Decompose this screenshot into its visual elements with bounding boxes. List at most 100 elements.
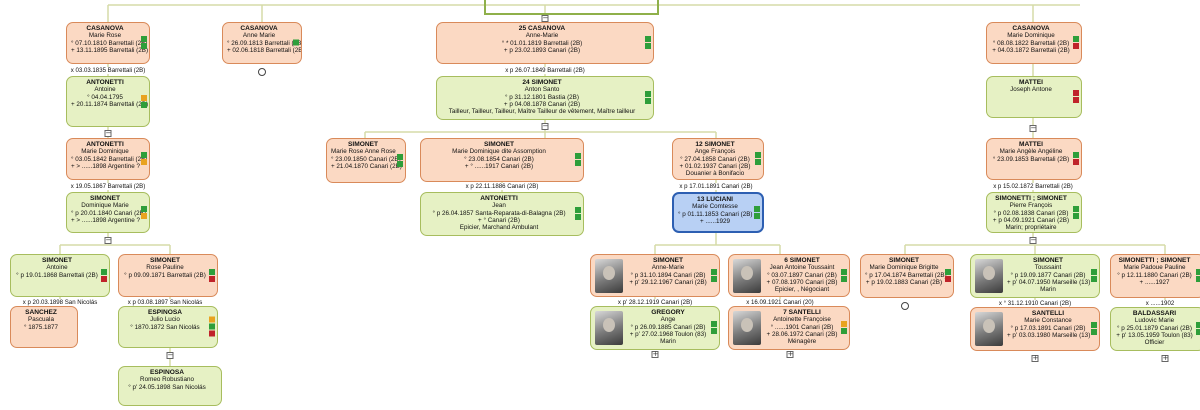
collapse-toggle-icon[interactable]: −: [166, 351, 174, 359]
source-flags: [397, 153, 403, 168]
marriage-label: x ......1902: [1144, 300, 1176, 307]
status-flag-icon: [1073, 205, 1079, 212]
status-flag-icon: [1073, 90, 1079, 96]
portrait-photo: [595, 259, 623, 293]
marriage-label: x p' 28.12.1919 Canari (2B): [616, 299, 694, 306]
source-flags: [645, 91, 651, 105]
person-name: GREGORY: [651, 309, 685, 316]
source-flags: [209, 268, 215, 283]
person-detail: Officier: [1144, 339, 1165, 347]
person-detail: ° 03.05.1842 Barrettali (2B): [71, 155, 148, 163]
status-flag-icon: [209, 330, 215, 337]
status-flag-icon: [1196, 269, 1200, 275]
person-detail: ° p 26.09.1885 Canari (2B): [630, 323, 706, 331]
collapse-toggle-icon[interactable]: −: [541, 14, 549, 22]
person-detail: Ange: [660, 316, 676, 324]
person-detail: Antoine: [94, 86, 116, 94]
person-detail: Jean Antoine Toussaint: [769, 264, 835, 272]
status-flag-icon: [1073, 97, 1079, 103]
source-flags: [1073, 205, 1079, 220]
person-detail: Anton Santo: [524, 86, 560, 94]
status-flag-icon: [575, 160, 581, 166]
collapse-toggle-icon[interactable]: −: [104, 236, 112, 244]
source-flags: [141, 36, 147, 50]
source-flags: [1073, 152, 1079, 166]
collapse-toggle-icon[interactable]: −: [104, 129, 112, 137]
person-detail: Marin: [660, 338, 676, 346]
person-detail: + 13.11.1895 Barrettali (2B): [71, 46, 149, 54]
person-detail: ° p 25.01.1879 Canari (2B): [1117, 324, 1192, 332]
status-flag-icon: [141, 212, 147, 219]
person-detail: Marie Comtesse: [692, 203, 738, 211]
person-detail: Anne Marie: [242, 32, 276, 40]
person-detail: Epicier, , Négociant: [774, 286, 830, 294]
person-detail: + p' 29.12.1967 Canari (2B): [629, 278, 707, 286]
status-flag-icon: [141, 152, 147, 158]
person-detail: ° p 17.03.1891 Canari (2B): [1010, 324, 1086, 332]
expand-toggle-icon[interactable]: +: [651, 350, 659, 358]
status-flag-icon: [575, 214, 581, 220]
expand-toggle-icon[interactable]: +: [1031, 354, 1039, 362]
person-detail: + 28.06.1972 Canari (2B): [766, 330, 838, 338]
status-flag-icon: [1196, 322, 1200, 328]
expand-toggle-icon[interactable]: +: [786, 350, 794, 358]
status-flag-icon: [711, 321, 717, 327]
person-name: MATTEI: [1018, 141, 1044, 148]
status-flag-icon: [141, 205, 147, 212]
person-name: ESPINOSA: [149, 369, 185, 376]
source-flags: [754, 205, 760, 220]
person-name: SIMONETTI ; SIMONET: [1118, 257, 1191, 264]
collapse-toggle-icon[interactable]: −: [1029, 236, 1037, 244]
person-detail: ° 23.09.1850 Canari (2B): [331, 155, 401, 163]
person-detail: Joseph Antone: [1010, 86, 1052, 94]
source-flags: [1091, 269, 1097, 283]
person-detail: ° 08.08.1822 Barrettali (2B): [992, 39, 1070, 47]
person-name: SIMONET: [1032, 257, 1064, 264]
source-flags: [141, 94, 147, 109]
status-flag-icon: [575, 153, 581, 159]
collapse-toggle-icon[interactable]: −: [1029, 124, 1037, 132]
person-detail: Anne-Marie: [651, 264, 685, 272]
person-name: 7 SANTELLI: [783, 309, 821, 316]
connector: [904, 244, 1166, 307]
collapse-toggle-icon[interactable]: −: [541, 122, 549, 130]
no-descendants-circle-icon: [258, 68, 266, 76]
person-name: SIMONET: [888, 257, 920, 264]
status-flag-icon: [209, 268, 215, 275]
person-detail: ° * 01.01.1819 Barrettali (2B): [501, 39, 583, 47]
expand-toggle-icon[interactable]: +: [1161, 354, 1169, 362]
person-detail: Marie Dominique: [81, 148, 129, 156]
status-flag-icon: [293, 39, 299, 46]
